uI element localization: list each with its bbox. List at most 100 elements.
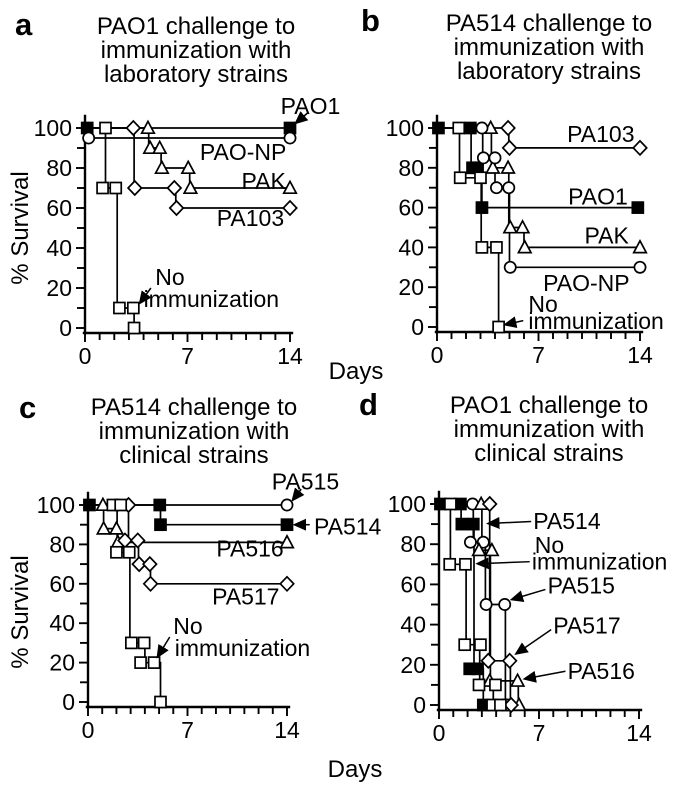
circle-marker [488, 151, 502, 165]
x-tick-label: 7 [181, 343, 194, 369]
square-marker [125, 636, 138, 650]
x-tick-label: 7 [532, 342, 545, 368]
y-tick-label: 20 [49, 650, 75, 676]
square-marker [475, 201, 489, 214]
panel-a-title-line1: PAO1 challenge to [96, 13, 296, 40]
label-pa517: PA517 [553, 613, 620, 639]
y-tick-label: 0 [413, 692, 426, 718]
panel-b-title-line2: immunization with [453, 34, 645, 61]
y-tick-label: 60 [49, 571, 75, 597]
triangle-marker [108, 520, 125, 535]
circle-marker [633, 260, 647, 274]
circle-marker [476, 151, 490, 165]
label-pa515: PA515 [548, 572, 615, 598]
panel-c-title-line2: immunization with [98, 418, 290, 445]
triangle-marker [282, 179, 298, 195]
diamond-marker [279, 575, 295, 593]
triangle-marker [140, 119, 156, 135]
label-no: No [173, 613, 202, 639]
x-tick-label: 7 [181, 717, 194, 743]
square-marker [444, 497, 457, 511]
square-marker [147, 656, 161, 669]
panel-d-title-line3: clinical strains [474, 440, 624, 467]
y-tick-label: 100 [386, 115, 424, 141]
annotation-arrow [502, 316, 524, 329]
y-tick-label: 20 [400, 652, 426, 678]
triangle-marker [95, 496, 111, 512]
square-marker [474, 638, 487, 652]
x-tick-label: 0 [79, 343, 92, 369]
square-marker [490, 241, 503, 254]
y-tick-label: 60 [46, 195, 72, 221]
label-pa515: PA515 [272, 468, 339, 494]
panel-a-title-line2: immunization with [100, 37, 292, 64]
circle-marker [498, 598, 512, 611]
y-tick-label: 40 [46, 235, 72, 261]
triangle-marker [484, 541, 500, 557]
panel-b-title: PA514 challenge to immunization with lab… [417, 12, 681, 84]
y-tick-label: 0 [62, 689, 75, 715]
panel-d-title: PAO1 challenge to immunization with clin… [417, 394, 681, 466]
x-tick-label: 0 [433, 720, 446, 746]
label-no: No [535, 532, 564, 558]
series-no-immunization-curve [439, 503, 501, 706]
y-tick-label: 100 [37, 492, 75, 518]
x-tick-label: 0 [82, 717, 95, 743]
diamond-marker [168, 199, 185, 217]
y-tick-label: 0 [59, 315, 72, 341]
triangle-marker [182, 179, 199, 195]
x-tick-label: 7 [533, 720, 546, 746]
square-marker [96, 181, 109, 195]
annotation-arrow [138, 287, 152, 305]
square-marker [443, 557, 457, 571]
y-tick-label: 40 [400, 612, 426, 638]
square-marker [475, 241, 489, 254]
label-no: No [528, 291, 557, 317]
annotation-arrow [156, 636, 171, 659]
label-immunization: immunization [144, 286, 279, 312]
label-immunization: immunization [532, 548, 668, 574]
square-marker [631, 201, 645, 214]
triangle-marker [502, 219, 518, 234]
x-axis-label-bottom: Days [327, 756, 383, 783]
panel-d-letter: d [359, 387, 378, 422]
triangle-marker [517, 238, 533, 254]
label-pa103: PA103 [567, 121, 634, 147]
annotation-arrow [291, 487, 305, 502]
square-marker [474, 171, 487, 185]
label-pa103: PA103 [217, 205, 284, 231]
panel-c-title-line3: clinical strains [119, 442, 269, 469]
square-marker [455, 517, 469, 531]
circle-marker [479, 598, 493, 611]
panel-c-title: PA514 challenge to immunization with cli… [62, 396, 326, 468]
triangle-marker [95, 520, 112, 535]
triangle-marker [509, 672, 526, 687]
circle-marker [82, 131, 96, 145]
square-marker [492, 320, 505, 334]
diamond-marker [141, 555, 158, 573]
diamond-marker [501, 652, 518, 670]
diamond-marker [129, 532, 146, 549]
annotation-arrow [486, 516, 532, 529]
circle-marker [463, 535, 477, 549]
square-marker [126, 301, 140, 315]
diamond-marker [142, 575, 159, 593]
square-marker [122, 545, 136, 559]
label-pa514: PA514 [314, 514, 382, 540]
y-tick-label: 80 [400, 531, 426, 557]
panel-b-title-line1: PA514 challenge to [445, 10, 653, 37]
diamond-marker [480, 652, 497, 670]
circle-marker [503, 260, 517, 274]
x-axis-label-top: Days [328, 358, 384, 385]
annotation-arrow [522, 670, 566, 683]
y-tick-label: 60 [400, 571, 426, 597]
y-tick-label: 100 [34, 115, 72, 141]
y-axis-label-bottom: % Survival [7, 555, 34, 669]
diamond-marker [481, 495, 498, 513]
y-tick-label: 0 [411, 314, 424, 340]
triangle-marker [180, 159, 196, 175]
panel-a-title-line3: laboratory strains [103, 61, 289, 88]
